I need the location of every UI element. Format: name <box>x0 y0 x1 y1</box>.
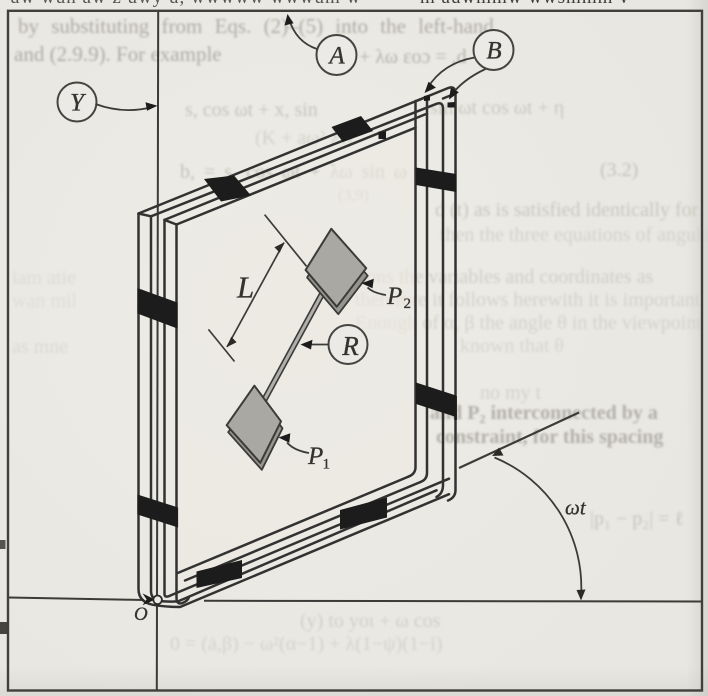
svg-text:B: B <box>486 38 501 65</box>
svg-text:wan mil: wan mil <box>12 290 77 312</box>
svg-text:(y) to yoι + ω cos: (y) to yoι + ω cos <box>300 610 441 632</box>
svg-text:and (2.9.9). For example: and (2.9.9). For example <box>14 42 222 66</box>
svg-text:2: 2 <box>404 296 412 312</box>
svg-text:|p₁ − p₂| = ℓ: |p₁ − p₂| = ℓ <box>590 508 684 530</box>
svg-text:P: P <box>307 443 323 470</box>
svg-text:known that θ: known that θ <box>460 335 564 357</box>
svg-text:uw wun aw z uwy u, wwwww wwwu: uw wun aw z uwy u, wwwww wwwum w <box>10 0 361 8</box>
svg-text:therefore it follows herewith: therefore it follows herewith it is impo… <box>355 289 701 311</box>
svg-text:m auwmmw wwsmmm v: m auwmmw wwsmmm v <box>420 0 630 8</box>
svg-text:by substituting from Eqs. (2)–: by substituting from Eqs. (2)–(5) into t… <box>18 14 494 38</box>
svg-text:mε + λω εoɔ = ,d: mε + λω εoɔ = ,d <box>330 46 467 68</box>
svg-text:iam atie: iam atie <box>12 267 76 289</box>
svg-text:no my t: no my t <box>480 382 542 404</box>
svg-text:constraint, for this spacing: constraint, for this spacing <box>436 426 663 448</box>
svg-text:A: A <box>327 43 345 70</box>
svg-text:ωt: ωt <box>565 496 587 520</box>
svg-text:sin ωt cos ωt + η: sin ωt cos ωt + η <box>430 97 564 119</box>
svg-text:Y: Y <box>70 90 87 117</box>
svg-text:0 = (ȧ,β) − ω²(α−1) + λ(1−ψ)(1: 0 = (ȧ,β) − ω²(α−1) + λ(1−ψ)(1−i) <box>170 633 442 655</box>
svg-text:as mne: as mne <box>12 336 68 358</box>
svg-text:tions the variables and coordi: tions the variables and coordinates as <box>355 266 653 288</box>
svg-text:L: L <box>236 270 254 305</box>
svg-text:P: P <box>386 283 402 310</box>
svg-text:d (t) as is satisfied identica: d (t) as is satisfied identically for <box>435 199 699 221</box>
svg-text:then the three equations of an: then the three equations of angular <box>440 224 708 246</box>
svg-text:s, cos ωt + x, sin: s, cos ωt + x, sin <box>185 99 318 121</box>
svg-text:O: O <box>134 604 148 625</box>
svg-text:and P₂ interconnected by a: and P₂ interconnected by a <box>430 402 658 424</box>
svg-text:1: 1 <box>323 457 331 473</box>
svg-text:R: R <box>341 331 359 361</box>
svg-text:(K + aω² λt): (K + aω² λt) <box>255 127 352 149</box>
svg-text:(3.2): (3.2) <box>600 159 638 181</box>
